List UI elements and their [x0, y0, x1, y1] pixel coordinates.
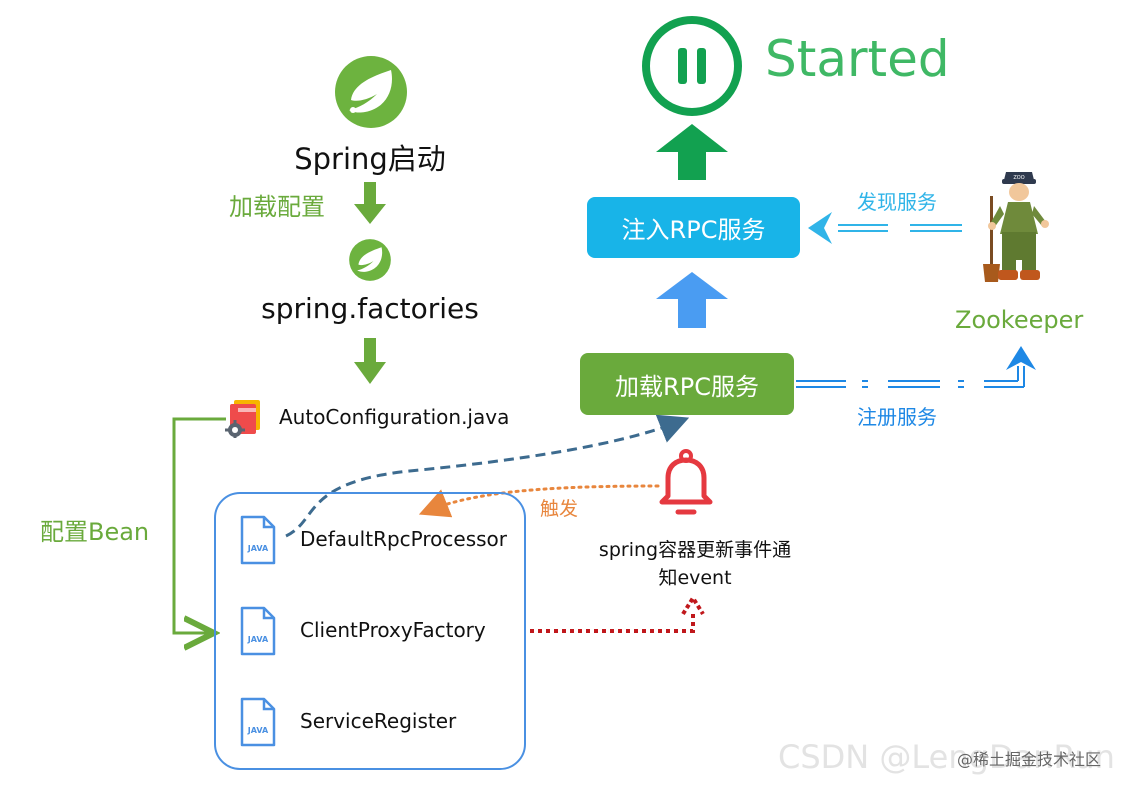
svg-text:JAVA: JAVA	[247, 726, 269, 735]
inject-rpc-service-box: 注入RPC服务	[587, 197, 800, 258]
autoconfiguration-gear-icon	[225, 400, 260, 438]
load-rpc-service-box: 加载RPC服务	[580, 353, 794, 415]
juejin-watermark: @稀土掘金技术社区	[957, 750, 1102, 769]
configure-bean-connector	[172, 417, 226, 633]
spring-factories-label: spring.factories	[261, 292, 479, 325]
started-status-text: Started	[765, 30, 950, 88]
class-service-register: ServiceRegister	[300, 709, 457, 733]
trigger-label: 触发	[540, 498, 579, 520]
class-default-rpc-processor: DefaultRpcProcessor	[300, 527, 507, 551]
spring-logo-icon	[335, 56, 407, 128]
spring-start-label: Spring启动	[294, 142, 446, 176]
autoconfiguration-label: AutoConfiguration.java	[279, 405, 510, 429]
svg-text:JAVA: JAVA	[247, 635, 269, 644]
discover-service-label: 发现服务	[857, 190, 937, 214]
event-connector	[530, 594, 705, 633]
svg-text:JAVA: JAVA	[247, 544, 269, 553]
spring-event-line-2: 知event	[658, 567, 732, 589]
trigger-connector	[418, 484, 660, 518]
register-service-label: 注册服务	[857, 405, 937, 429]
down-arrow-load-config	[354, 182, 386, 224]
csdn-watermark: CSDN @LengDanRun	[778, 738, 1115, 776]
java-file-icon: JAVA	[240, 606, 276, 656]
up-arrow-started	[656, 124, 728, 180]
java-file-icon: JAVA	[240, 697, 276, 747]
processor-to-load-connector	[285, 414, 690, 538]
load-config-label: 加载配置	[229, 193, 325, 221]
zookeeper-keeper-icon: ZOO	[983, 172, 1049, 282]
up-arrow-inject	[656, 272, 728, 328]
spring-event-label: spring容器更新事件通 知event	[575, 536, 815, 592]
bell-notification-icon	[659, 449, 713, 515]
class-client-proxy-factory: ClientProxyFactory	[300, 618, 486, 642]
register-service-connector	[796, 346, 1036, 388]
java-file-icon: JAVA	[240, 515, 276, 565]
discover-service-connector	[808, 212, 962, 244]
configure-bean-label: 配置Bean	[40, 518, 150, 546]
spring-factories-icon	[349, 239, 391, 281]
bean-container	[214, 492, 526, 770]
svg-text:ZOO: ZOO	[1013, 175, 1024, 181]
zookeeper-label: Zookeeper	[955, 306, 1084, 334]
spring-event-line-1: spring容器更新事件通	[598, 539, 792, 561]
pause-circle-icon	[642, 16, 742, 116]
down-arrow-factories	[354, 338, 386, 384]
